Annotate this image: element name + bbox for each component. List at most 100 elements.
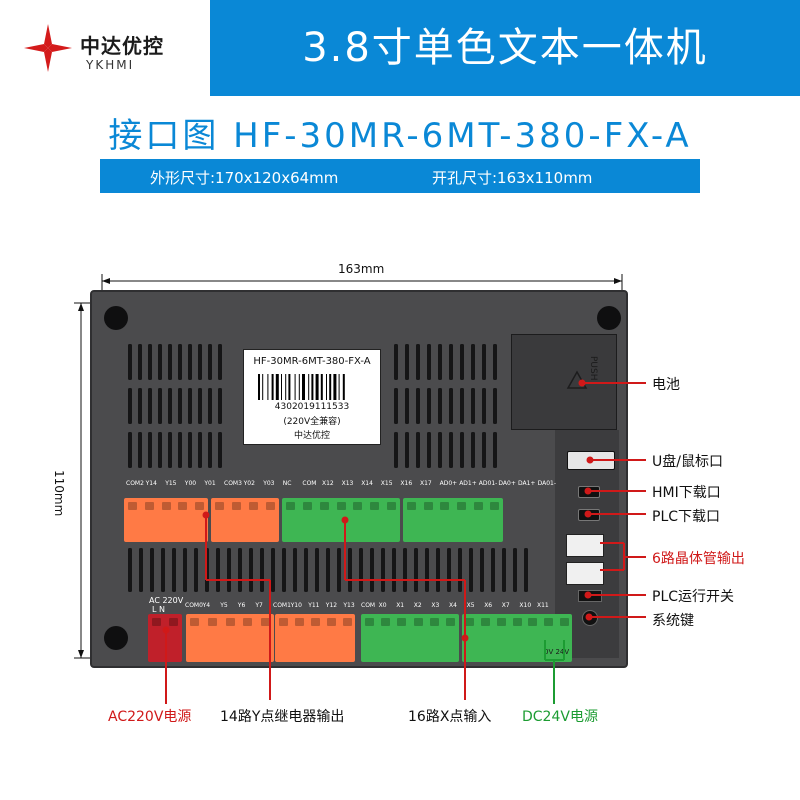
- terminal-block-y-bottom-1: [186, 614, 274, 662]
- vent-slot: [128, 388, 132, 424]
- top-terminal-label-10: X12: [322, 480, 334, 487]
- vent-slot: [271, 548, 275, 592]
- terminal-screw: [225, 618, 235, 626]
- vent-slot: [158, 344, 162, 380]
- terminal-screw: [465, 618, 475, 626]
- terminal-screw: [446, 618, 456, 626]
- vent-slot: [282, 548, 286, 592]
- terminal-screw: [528, 618, 538, 626]
- top-terminal-label-16: AD0+: [439, 480, 458, 487]
- vent-slot: [524, 548, 528, 592]
- vent-slot: [427, 388, 431, 424]
- vent-slot: [158, 432, 162, 468]
- terminal-screw: [326, 618, 336, 626]
- bottom-terminal-label-14: X3: [431, 602, 440, 609]
- top-terminal-label-7: Y03: [263, 480, 275, 487]
- vent-slot: [178, 388, 182, 424]
- terminal-screw: [423, 502, 433, 510]
- terminal-screw: [413, 618, 423, 626]
- terminal-screw: [456, 502, 466, 510]
- top-terminal-label-4: Y01: [204, 480, 216, 487]
- vent-slot: [438, 344, 442, 380]
- top-terminal-label-9: COM: [302, 480, 317, 487]
- vent-slot: [128, 432, 132, 468]
- terminal-screw: [302, 502, 312, 510]
- vent-slot: [394, 344, 398, 380]
- vent-slot: [172, 548, 176, 592]
- bottom-terminal-label-5: COM1: [273, 602, 291, 609]
- vent-slot: [168, 388, 172, 424]
- vent-slot: [198, 344, 202, 380]
- vent-slot: [416, 388, 420, 424]
- ac-label-bottom: L N: [152, 605, 165, 614]
- callout-transistor-output: 6路晶体管输出: [652, 551, 745, 567]
- terminal-screw: [207, 618, 217, 626]
- top-terminal-label-11: X13: [341, 480, 354, 487]
- vent-slot: [188, 344, 192, 380]
- terminal-screw: [406, 502, 416, 510]
- bottom-terminal-label-16: X5: [466, 602, 475, 609]
- vent-slot: [138, 344, 142, 380]
- terminal-screw: [543, 618, 553, 626]
- terminal-screw: [195, 502, 205, 510]
- top-terminal-label-2: Y15: [165, 480, 177, 487]
- vent-slot: [482, 388, 486, 424]
- width-dimension-label: 163mm: [338, 262, 385, 276]
- vent-slot: [178, 432, 182, 468]
- vent-slot: [158, 388, 162, 424]
- bottom-terminal-label-8: Y12: [325, 602, 338, 609]
- vent-slot: [168, 432, 172, 468]
- model-label-card: HF-30MR-6MT-380-FX-A 4302019111533 (220V…: [243, 349, 381, 445]
- mount-hole-bottom-left: [104, 626, 128, 650]
- card-model: HF-30MR-6MT-380-FX-A: [253, 356, 371, 367]
- terminal-screw: [310, 618, 320, 626]
- terminal-screw: [387, 502, 397, 510]
- bottom-terminal-label-6: Y10: [290, 602, 302, 609]
- brand-name: 中达优控: [80, 34, 164, 58]
- vent-slot: [449, 432, 453, 468]
- top-terminal-label-1: Y14: [145, 480, 157, 487]
- terminal-screw: [278, 618, 288, 626]
- terminal-screw: [266, 502, 275, 510]
- terminal-screw: [490, 502, 500, 510]
- bottom-terminal-label-0: COM0: [185, 602, 203, 609]
- top-terminal-label-15: X17: [420, 480, 432, 487]
- top-terminal-label-0: COM2: [126, 480, 144, 487]
- bottom-terminal-label-1: Y4: [202, 602, 211, 609]
- vent-slot: [150, 548, 154, 592]
- terminal-screw: [127, 502, 137, 510]
- vent-slot: [471, 432, 475, 468]
- vent-slot: [218, 432, 222, 468]
- vent-slot: [161, 548, 165, 592]
- interface-diagram-title: 接口图 HF-30MR-6MT-380-FX-A: [108, 116, 692, 156]
- dimension-bar: [100, 159, 700, 193]
- terminal-screw: [481, 618, 491, 626]
- vent-slot: [326, 548, 330, 592]
- outer-dimension: 外形尺寸:170x120x64mm: [150, 169, 339, 187]
- vent-slot: [304, 548, 308, 592]
- vent-slot: [438, 388, 442, 424]
- callout-relay-output: 14路Y点继电器输出: [220, 709, 345, 725]
- bottom-terminal-label-13: X2: [413, 602, 422, 609]
- vent-slot: [482, 432, 486, 468]
- vent-slot: [491, 548, 495, 592]
- top-terminal-label-8: NC: [282, 480, 292, 487]
- vent-slot: [148, 344, 152, 380]
- vent-slot: [482, 344, 486, 380]
- logo-area: 中达优控 YKHMI: [0, 0, 210, 96]
- transistor-output-connector-1: [566, 534, 604, 557]
- vent-slot: [128, 548, 132, 592]
- terminal-screw: [215, 502, 224, 510]
- terminal-screw: [152, 618, 161, 626]
- card-voltage: (220V全兼容): [283, 417, 341, 427]
- vent-slot: [502, 548, 506, 592]
- bottom-terminal-label-20: X11: [537, 602, 549, 609]
- terminal-screw: [473, 502, 483, 510]
- vent-slot: [337, 548, 341, 592]
- vent-slot: [493, 344, 497, 380]
- cutout-dimension: 开孔尺寸:163x110mm: [432, 169, 593, 187]
